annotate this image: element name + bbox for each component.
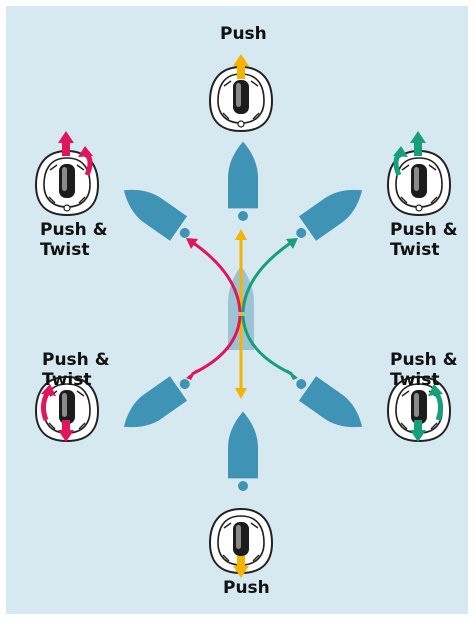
starboard-back-arrowhead: [287, 369, 298, 380]
joystick-top-icon: [209, 54, 273, 132]
boat-upper-right-icon: [296, 178, 371, 241]
forward-back-arrow-icon: [235, 229, 247, 399]
joystick-bottom-icon: [209, 508, 273, 578]
label-bottom: Push: [223, 578, 270, 598]
joystick-lower-left-icon: [35, 376, 99, 442]
port-forward-arrowhead: [186, 238, 198, 249]
label-upper-right: Push & Twist: [390, 220, 458, 260]
port-back-arrowhead: [186, 369, 197, 380]
label-top: Push: [220, 24, 267, 44]
boat-top-icon: [228, 141, 258, 221]
port-arrows-icon: [191, 240, 242, 376]
boat-upper-left-icon: [115, 178, 190, 241]
label-lower-right: Push & Twist: [390, 350, 458, 390]
joystick-upper-left-icon: [35, 131, 99, 216]
starboard-forward-arrowhead: [286, 238, 298, 249]
label-upper-left: Push & Twist: [40, 220, 108, 260]
starboard-arrows-icon: [241, 240, 293, 376]
label-lower-left: Push & Twist: [42, 350, 110, 390]
joystick-lower-right-icon: [387, 376, 451, 442]
boat-bottom-icon: [228, 411, 258, 491]
joystick-upper-right-icon: [387, 131, 451, 216]
boat-lower-right-icon: [296, 376, 371, 439]
boat-lower-left-icon: [115, 376, 190, 439]
